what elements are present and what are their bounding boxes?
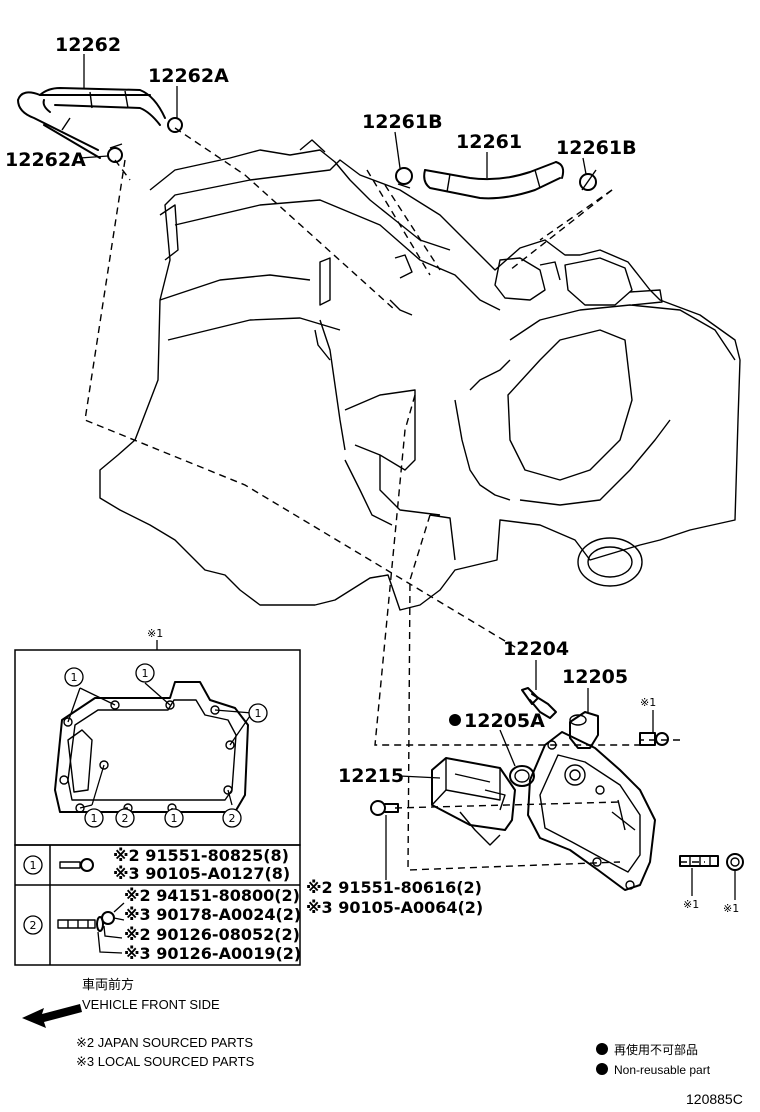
row2-line4: ※3 90126-A0019(2) <box>124 944 301 963</box>
front-label-jp: 車両前方 <box>82 977 134 992</box>
inset-mark: ※1 <box>147 627 163 640</box>
part-label-12261b-right: 12261B <box>556 137 637 159</box>
fastener-table: 1 2 ※2 91551-80825(8) ※3 90105-A0127(8) … <box>14 844 301 966</box>
callout-1e: 1 <box>171 812 178 825</box>
inset-gasket: ※1 <box>14 627 301 846</box>
callout-2b: 2 <box>229 812 236 825</box>
mark-bolt-top-right: ※1 <box>640 696 656 709</box>
stud-nut-row2-icon <box>57 902 125 954</box>
mark-nut: ※1 <box>723 902 739 915</box>
legend-dot-icon <box>596 1043 608 1055</box>
legend-dot-icon <box>596 1063 608 1075</box>
row2-line3: ※2 90126-08052(2) <box>124 925 300 944</box>
row1-line1: ※2 91551-80825(8) <box>113 846 289 865</box>
note-japan-sourced: ※2 JAPAN SOURCED PARTS <box>76 1035 253 1050</box>
dashed-leaders <box>84 127 705 871</box>
ventilation-cover-assembly <box>370 687 744 891</box>
mark-stud: ※1 <box>683 898 699 911</box>
row2-line1: ※2 94151-80800(2) <box>124 886 300 905</box>
row1-line2: ※3 90105-A0127(8) <box>113 864 290 883</box>
part-label-12204: 12204 <box>503 638 569 660</box>
inset-callouts: 1 1 1 1 2 1 2 <box>64 663 268 828</box>
part-labels: 12262 12262A 12262A 12261B 12261 12261B … <box>5 34 739 915</box>
legend-jp: 再使用不可部品 <box>614 1042 698 1057</box>
bolt-callout-line2: ※3 90105-A0064(2) <box>306 898 483 917</box>
part-label-12262a-left: 12262A <box>5 149 86 171</box>
diagram-code: 120885C <box>686 1091 743 1107</box>
hose-12261 <box>395 161 597 200</box>
part-label-12261b-left: 12261B <box>362 111 443 133</box>
bolt-left-icon <box>370 800 399 816</box>
note-local-sourced: ※3 LOCAL SOURCED PARTS <box>76 1054 255 1069</box>
table-row1-index: 1 <box>30 859 37 872</box>
table-row2-index: 2 <box>30 919 37 932</box>
callout-2a: 2 <box>122 812 129 825</box>
bolt-row1-icon <box>59 858 94 872</box>
bolt-top-right-icon <box>639 732 669 746</box>
arrow-left-icon <box>22 1004 82 1028</box>
callout-1d: 1 <box>91 812 98 825</box>
vehicle-front-indicator: 車両前方 VEHICLE FRONT SIDE <box>22 977 220 1028</box>
part-label-12205: 12205 <box>562 666 628 688</box>
hose-12262 <box>17 87 183 163</box>
legend: 再使用不可部品 Non-reusable part <box>596 1042 711 1077</box>
callout-1a: 1 <box>71 671 78 684</box>
stud-icon <box>679 855 719 867</box>
callout-1b: 1 <box>142 667 149 680</box>
row2-line2: ※3 90178-A0024(2) <box>124 905 301 924</box>
non-reusable-dot-icon <box>449 714 461 726</box>
part-label-12205a: 12205A <box>464 710 545 732</box>
part-label-12261: 12261 <box>456 131 522 153</box>
engine-outline <box>99 139 741 611</box>
callout-1c: 1 <box>255 707 262 720</box>
nut-icon <box>726 853 744 871</box>
part-label-12262: 12262 <box>55 34 121 56</box>
part-label-12215: 12215 <box>338 765 404 787</box>
label-leaders <box>79 54 736 900</box>
part-label-12262a-top: 12262A <box>148 65 229 87</box>
bolt-callout-line1: ※2 91551-80616(2) <box>306 878 482 897</box>
front-label-en: VEHICLE FRONT SIDE <box>82 997 220 1012</box>
legend-en: Non-reusable part <box>614 1063 711 1077</box>
